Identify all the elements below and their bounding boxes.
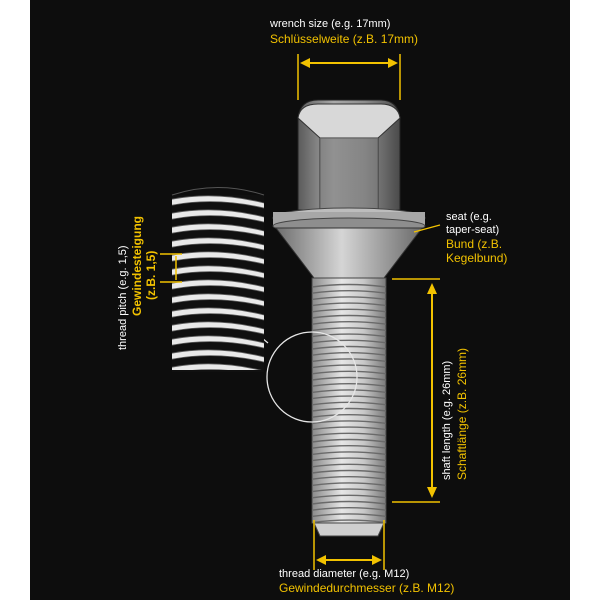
thread-ridge — [311, 463, 387, 468]
thread-pitch-example-de: (z.B. 1,5) — [144, 250, 158, 300]
shaft-length-dimension — [392, 278, 440, 503]
thread-ridge — [311, 364, 387, 369]
thread-lines — [311, 283, 387, 524]
thread-ridge — [311, 314, 387, 319]
thread-ridge — [311, 476, 387, 480]
thread-ridge — [311, 389, 387, 394]
seat-label-de-line2: Kegelbund) — [446, 251, 508, 265]
magnified-thread-ridge — [172, 321, 264, 335]
shaft-length-label-de: Schaftlänge (z.B. 26mm) — [455, 347, 469, 480]
hex-head — [297, 99, 401, 211]
thread-diameter-dimension — [313, 520, 385, 570]
thread-pitch-label-de: Gewindesteigung — [130, 215, 144, 316]
diagram-panel — [30, 0, 570, 600]
magnified-thread-ridge — [172, 251, 264, 265]
thread-ridge — [311, 296, 387, 301]
wrench-size-label-de: Schlüsselweite (z.B. 17mm) — [270, 32, 419, 46]
magnified-thread-ridge — [172, 209, 264, 223]
thread-ridge — [311, 333, 387, 338]
wrench-size-label-en: wrench size (e.g. 17mm) — [270, 18, 391, 30]
magnifier-circle — [266, 331, 358, 423]
thread-ridge — [311, 302, 387, 307]
magnified-thread-ridge — [172, 363, 262, 370]
thread-ridge — [311, 370, 387, 375]
thread-ridge — [311, 283, 387, 288]
thread-ridge — [311, 290, 387, 294]
threaded-shaft — [311, 277, 387, 537]
magnified-thread-ridge — [172, 349, 264, 363]
magnified-thread-ridge — [172, 293, 264, 307]
thread-ridge — [311, 494, 387, 499]
shaft-length-label-en: shaft length (e.g. 26mm) — [441, 360, 453, 480]
thread-ridge — [311, 376, 387, 381]
thread-ridge — [311, 321, 387, 325]
thread-pitch-label-en: thread pitch (e.g. 1,5) — [117, 245, 129, 350]
pitch-marker — [160, 253, 182, 283]
wrench-size-dimension — [297, 54, 401, 100]
thread-ridge — [311, 500, 387, 505]
thread-ridge — [311, 457, 387, 462]
magnified-thread-ridge — [172, 279, 264, 293]
seat-leader — [413, 224, 441, 233]
thread-ridge — [311, 513, 387, 518]
thread-ridge — [311, 451, 387, 456]
thread-ridge — [311, 339, 387, 344]
seat-label-en-line2: taper-seat) — [446, 224, 500, 236]
thread-ridge — [311, 383, 387, 387]
thread-ridge — [311, 358, 387, 363]
thread-ridge — [311, 395, 387, 400]
magnified-thread-ridge — [172, 335, 264, 349]
thread-ridge — [311, 488, 387, 493]
magnified-thread-ridge — [172, 265, 264, 279]
thread-ridge — [311, 469, 387, 474]
thread-ridge — [311, 327, 387, 332]
magnified-thread-ridge — [172, 195, 264, 209]
thread-ridge — [311, 438, 387, 443]
thread-ridge — [311, 414, 387, 418]
thread-ridge — [311, 308, 387, 313]
thread-ridge — [311, 519, 387, 524]
thread-ridge — [311, 352, 387, 356]
thread-detail-view — [171, 187, 265, 372]
magnified-thread-ridge — [172, 307, 264, 321]
taper-seat — [274, 227, 424, 279]
thread-ridge — [311, 420, 387, 425]
thread-ridge — [311, 432, 387, 437]
magnified-thread-ridge — [172, 237, 264, 251]
seat-label-en-line1: seat (e.g. — [446, 211, 492, 223]
seat-label-de-line1: Bund (z.B. — [446, 237, 503, 251]
thread-diameter-label-en: thread diameter (e.g. M12) — [279, 568, 410, 580]
thread-ridge — [311, 482, 387, 487]
thread-diameter-label-de: Gewindedurchmesser (z.B. M12) — [279, 581, 455, 595]
thread-ridge — [311, 407, 387, 412]
thread-ridge — [311, 445, 387, 449]
thread-ridge — [311, 345, 387, 350]
magnified-thread-ridge — [172, 223, 264, 237]
thread-ridge — [311, 426, 387, 431]
thread-ridge — [311, 507, 387, 511]
